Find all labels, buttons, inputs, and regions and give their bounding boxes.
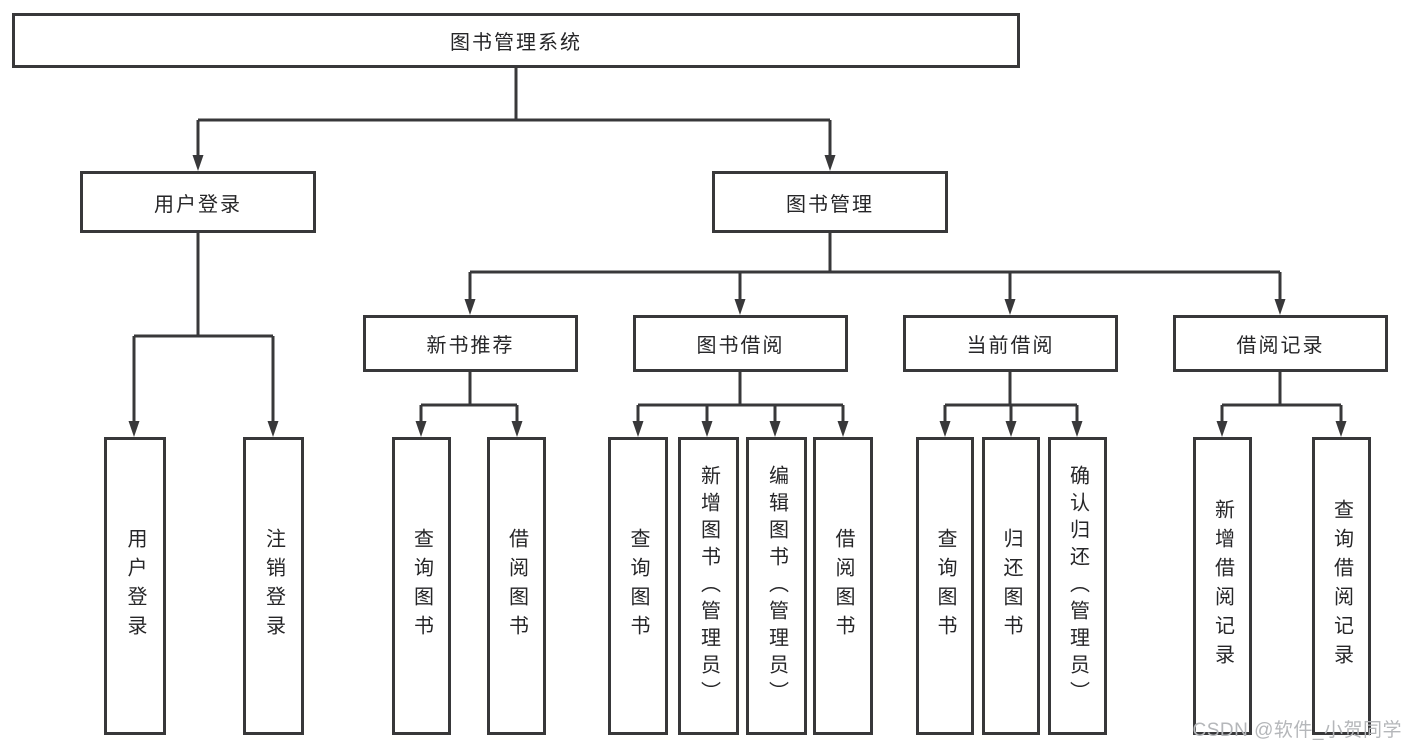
node-library-management-system: 图书管理系统	[12, 13, 1020, 68]
leaf-query-books-recommend: 查询图书	[392, 437, 451, 735]
node-label: 查询借阅记录	[1330, 499, 1353, 673]
node-label: 用户登录	[154, 193, 242, 216]
node-label: 新增借阅记录	[1211, 499, 1234, 673]
leaf-borrow-books-recommend: 借阅图书	[487, 437, 546, 735]
leaf-confirm-return-admin: 确认归还（管理员）	[1048, 437, 1107, 735]
node-book-management: 图书管理	[712, 171, 948, 233]
node-label: 用户登录	[124, 528, 146, 644]
node-label: 查询图书	[627, 528, 649, 644]
node-label: 新增图书（管理员）	[697, 464, 720, 708]
node-label: 查询图书	[410, 528, 433, 644]
node-current-borrowing: 当前借阅	[903, 315, 1118, 372]
node-label: 查询图书	[934, 528, 956, 644]
node-user-login: 用户登录	[80, 171, 316, 233]
leaf-borrow-books: 借阅图书	[813, 437, 873, 735]
node-new-book-recommendation: 新书推荐	[363, 315, 578, 372]
node-label: 图书借阅	[696, 335, 785, 357]
leaf-user-login: 用户登录	[104, 437, 166, 735]
leaf-query-books-borrowing: 查询图书	[608, 437, 668, 735]
node-book-borrowing: 图书借阅	[633, 315, 848, 372]
leaf-return-books: 归还图书	[982, 437, 1040, 735]
node-label: 归还图书	[1000, 528, 1022, 644]
node-borrowing-records: 借阅记录	[1173, 315, 1388, 372]
leaf-logout: 注销登录	[243, 437, 304, 735]
node-label: 借阅图书	[505, 528, 528, 644]
node-label: 借阅记录	[1236, 335, 1325, 357]
node-label: 图书管理系统	[450, 32, 582, 54]
node-label: 注销登录	[262, 528, 285, 644]
leaf-query-books-current: 查询图书	[916, 437, 974, 735]
node-label: 新书推荐	[426, 335, 515, 357]
node-label: 当前借阅	[966, 335, 1055, 357]
node-label: 借阅图书	[832, 528, 854, 644]
node-label: 图书管理	[786, 193, 874, 216]
node-label: 确认归还（管理员）	[1066, 464, 1089, 708]
node-label: 编辑图书（管理员）	[765, 464, 788, 708]
leaf-query-borrow-record: 查询借阅记录	[1312, 437, 1371, 735]
leaf-add-books-admin: 新增图书（管理员）	[678, 437, 739, 735]
leaf-add-borrow-record: 新增借阅记录	[1193, 437, 1252, 735]
csdn-watermark: CSDN @软件_小贺同学	[1192, 720, 1402, 741]
leaf-edit-books-admin: 编辑图书（管理员）	[746, 437, 807, 735]
